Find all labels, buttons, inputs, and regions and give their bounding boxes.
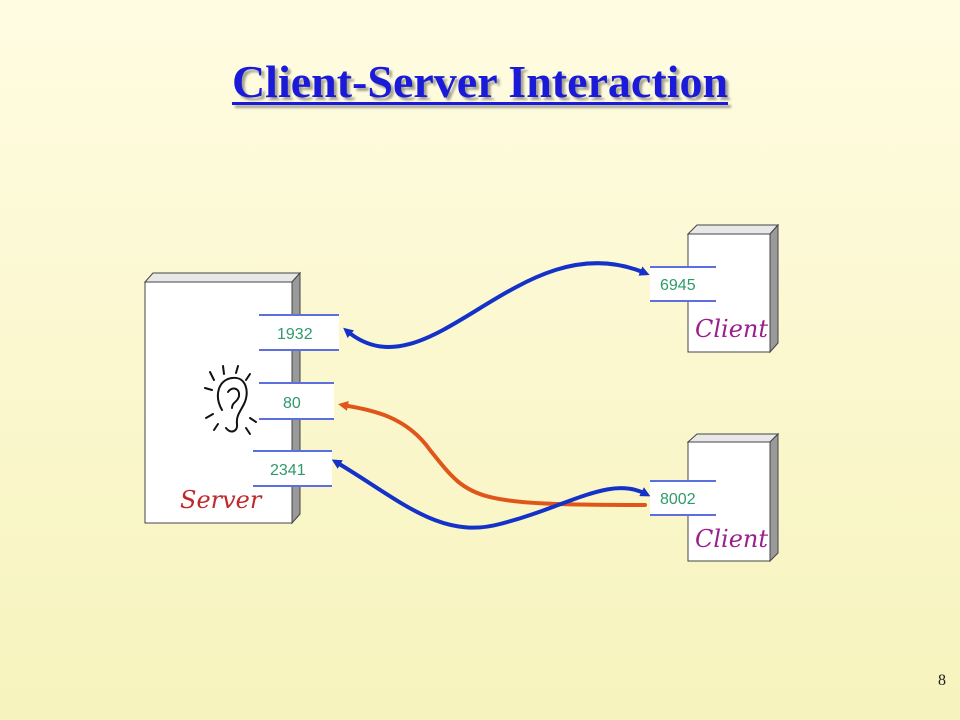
- server-port-1932: 1932: [259, 314, 339, 351]
- ear-icon: [204, 365, 257, 435]
- connection-arrow-1932-6945: [343, 261, 650, 349]
- client-label-2: Client: [695, 525, 768, 553]
- client-box-1: [686, 223, 780, 354]
- server-port-80-label: 80: [283, 395, 301, 412]
- server-port-1932-label: 1932: [277, 326, 313, 343]
- page-number: 8: [938, 672, 946, 689]
- client-port-8002: 8002: [650, 480, 716, 516]
- server-port-2341: 2341: [253, 450, 332, 487]
- client-label-1: Client: [695, 315, 768, 343]
- slide-title: Client-Server Interaction: [231, 56, 729, 107]
- client-port-6945-label: 6945: [660, 277, 696, 294]
- server-label: Server: [180, 486, 263, 514]
- connection-arrow-2341-8002: [331, 459, 651, 530]
- client-port-8002-label: 8002: [660, 491, 696, 508]
- server-port-80: 80: [259, 382, 334, 420]
- client-port-6945: 6945: [650, 266, 716, 302]
- server-port-2341-label: 2341: [270, 462, 306, 479]
